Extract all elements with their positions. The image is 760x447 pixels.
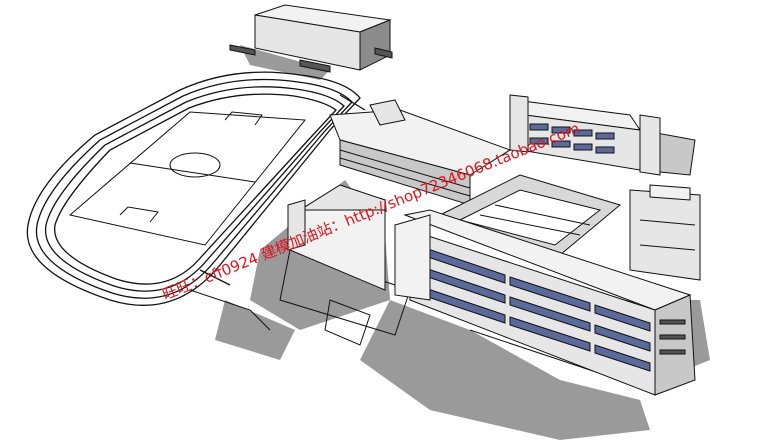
building-east-block: [629, 184, 701, 281]
courtyard: [438, 174, 622, 256]
building-wing-west: [287, 184, 386, 291]
building-wing-north: [329, 99, 512, 206]
running-track: [26, 71, 366, 306]
football-pitch: [68, 111, 306, 246]
auxiliary-building: [229, 4, 393, 73]
building-wing-south: [394, 209, 696, 396]
building-wing-east: [509, 94, 696, 176]
